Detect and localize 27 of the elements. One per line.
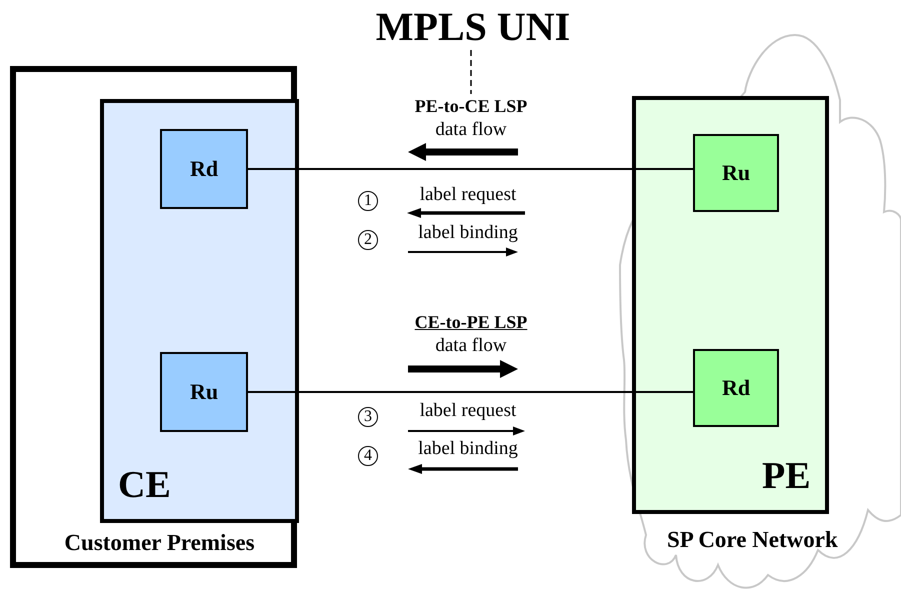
pe-panel	[632, 96, 829, 514]
annotation-text: label request	[418, 184, 518, 206]
caption-text: data flow	[434, 119, 508, 140]
annotation-text: CE-to-PE LSP	[414, 311, 528, 333]
label-text: PE	[762, 456, 811, 496]
label-text: PE-to-CE LSP	[414, 96, 528, 116]
heading-text: MPLS UNI	[370, 6, 576, 50]
annotation-text: label binding	[417, 222, 519, 244]
router-box: Rd	[693, 349, 779, 427]
annotation-text: data flow	[434, 335, 508, 357]
annotation-text: label request	[418, 400, 518, 422]
callout-number: 3	[358, 407, 378, 427]
callout-number: 4	[358, 446, 378, 466]
label-text: SP Core Network	[667, 527, 838, 552]
connector-line	[470, 50, 472, 94]
router-box: Ru	[693, 134, 779, 212]
router-box: Ru	[160, 352, 248, 432]
callout-number: 1	[358, 191, 378, 211]
label-text: Customer Premises	[63, 530, 256, 555]
callout-number: 2	[358, 230, 378, 250]
connector-line	[248, 168, 693, 170]
premises-frame	[10, 66, 297, 568]
label-text: CE	[118, 465, 171, 505]
router-box: Rd	[160, 129, 248, 209]
connector-line	[248, 391, 693, 393]
annotation-text: label binding	[417, 438, 519, 460]
ce-panel	[100, 99, 299, 523]
